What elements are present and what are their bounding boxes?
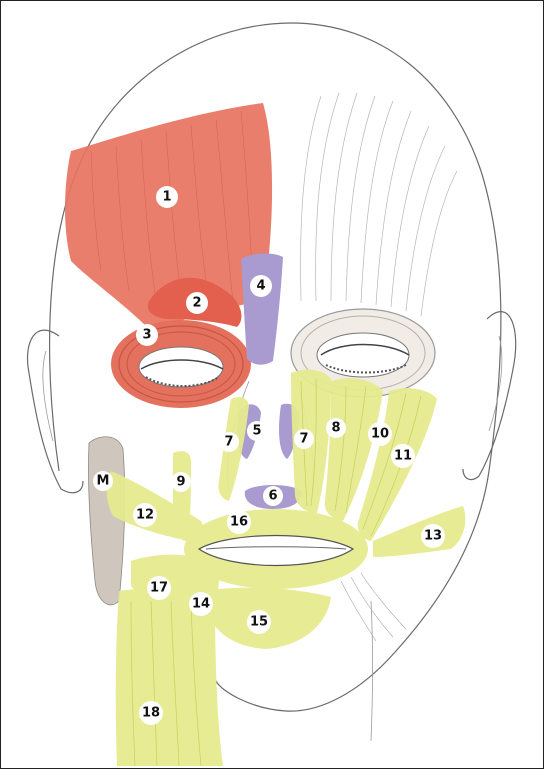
svg-text:10: 10 xyxy=(371,427,389,442)
svg-text:M: M xyxy=(97,474,110,489)
label-1: 1 xyxy=(156,186,178,208)
svg-text:17: 17 xyxy=(150,581,168,596)
svg-text:12: 12 xyxy=(136,508,154,523)
label-10: 10 xyxy=(368,422,392,446)
masseter-muscle xyxy=(88,437,124,605)
svg-text:2: 2 xyxy=(192,296,201,311)
right-eye xyxy=(317,333,409,377)
label-18: 18 xyxy=(139,701,163,725)
svg-text:16: 16 xyxy=(230,515,248,530)
label-15: 15 xyxy=(247,610,271,634)
label-13: 13 xyxy=(421,524,445,548)
label-3: 3 xyxy=(136,324,158,346)
svg-text:7: 7 xyxy=(299,432,308,447)
label-M: M xyxy=(93,471,113,491)
label-6: 6 xyxy=(263,486,283,506)
frontalis-right-fibres xyxy=(301,93,457,316)
left-eye xyxy=(139,347,223,387)
label-9: 9 xyxy=(171,472,191,492)
svg-text:15: 15 xyxy=(250,615,268,630)
chin-right-fibres xyxy=(341,573,406,641)
label-4: 4 xyxy=(250,275,272,297)
label-7-right: 7 xyxy=(294,429,314,449)
left-ear xyxy=(28,330,83,493)
svg-text:4: 4 xyxy=(256,279,265,294)
svg-text:9: 9 xyxy=(176,475,185,490)
svg-text:5: 5 xyxy=(252,424,261,439)
neck-line xyxy=(371,601,373,741)
label-7-left: 7 xyxy=(219,432,239,452)
svg-text:6: 6 xyxy=(268,489,277,504)
label-8: 8 xyxy=(326,418,346,438)
label-16: 16 xyxy=(227,510,251,534)
svg-text:3: 3 xyxy=(142,328,151,343)
label-11: 11 xyxy=(391,444,415,468)
svg-text:14: 14 xyxy=(192,597,210,612)
svg-text:1: 1 xyxy=(162,190,171,205)
svg-text:7: 7 xyxy=(224,435,233,450)
procerus-muscle xyxy=(241,253,283,364)
label-2: 2 xyxy=(186,292,208,314)
label-12: 12 xyxy=(133,503,157,527)
svg-text:18: 18 xyxy=(142,706,160,721)
label-5: 5 xyxy=(247,421,267,441)
label-17: 17 xyxy=(147,576,171,600)
svg-text:11: 11 xyxy=(394,449,412,464)
svg-text:13: 13 xyxy=(424,529,442,544)
label-14: 14 xyxy=(189,592,213,616)
svg-text:8: 8 xyxy=(331,421,340,436)
right-ear xyxy=(463,312,516,480)
